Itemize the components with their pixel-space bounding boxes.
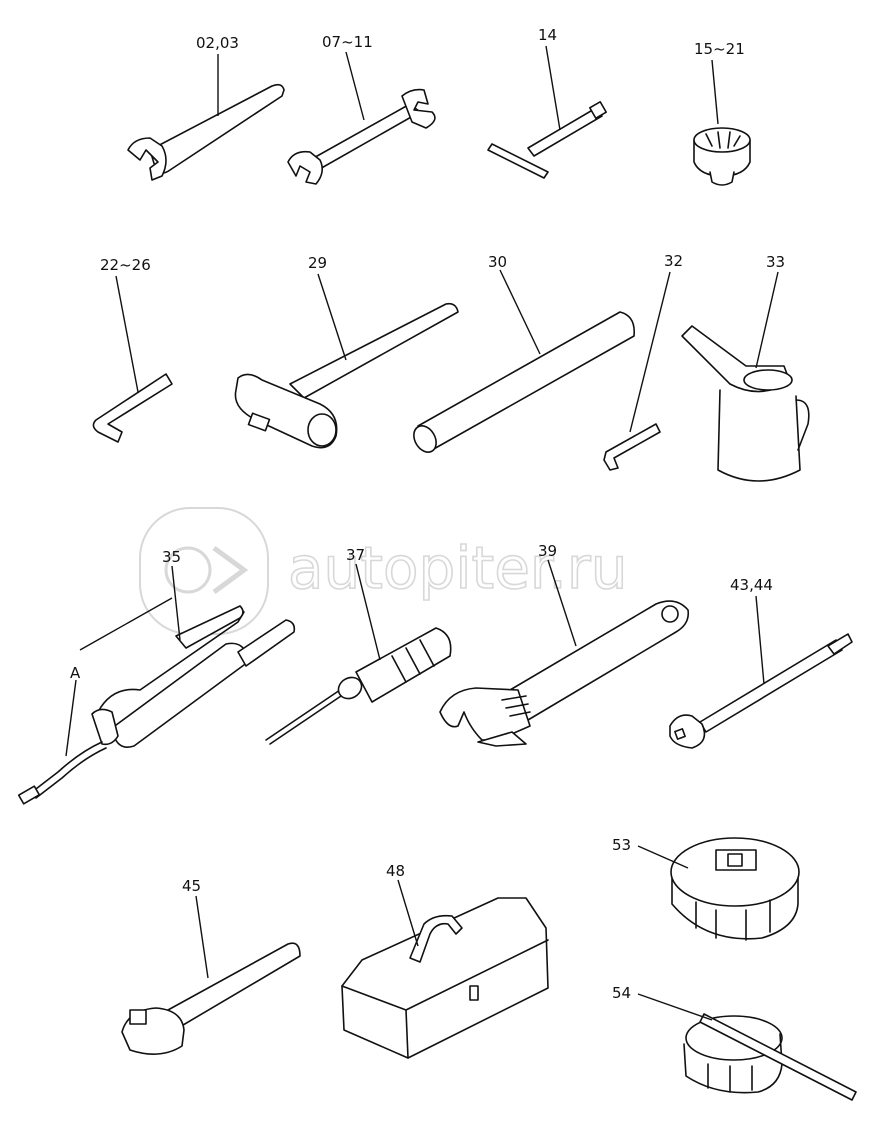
- callout-29: 29: [308, 254, 327, 272]
- callout-54: 54: [612, 984, 631, 1002]
- screwdriver-icon: [265, 627, 452, 745]
- ratchet-handle-icon: [121, 942, 301, 1055]
- callout-37: 37: [346, 546, 365, 564]
- callout-07-11: 07~11: [322, 33, 373, 51]
- socket-icon: [693, 127, 751, 186]
- pipe-icon: [413, 311, 636, 453]
- callout-A: A: [70, 664, 81, 682]
- watermark-text: autopiter.ru: [288, 534, 627, 602]
- l-wrench-icon: [603, 423, 661, 471]
- oil-filter-cap-wrench-icon: [670, 837, 800, 941]
- autopiter-logo-icon: [139, 507, 269, 635]
- hex-key-icon: [92, 373, 173, 443]
- filter-band-wrench-icon: [683, 1013, 857, 1101]
- callout-43-44: 43,44: [730, 576, 773, 594]
- extension-bar-icon: [669, 633, 853, 749]
- callout-33: 33: [766, 253, 785, 271]
- callout-22-26: 22~26: [100, 256, 151, 274]
- callout-45: 45: [182, 877, 201, 895]
- double-open-end-wrench-icon: [287, 88, 436, 185]
- callout-48: 48: [386, 862, 405, 880]
- callout-32: 32: [664, 252, 683, 270]
- callout-30: 30: [488, 253, 507, 271]
- callout-02-03: 02,03: [196, 34, 239, 52]
- callout-14: 14: [538, 26, 557, 44]
- watermark: autopiter.ru: [139, 507, 628, 635]
- callout-15-21: 15~21: [694, 40, 745, 58]
- adjustable-wrench-icon: [439, 600, 690, 747]
- tool-box-icon: [341, 897, 549, 1059]
- t-handle-socket-wrench-icon: [487, 101, 607, 179]
- callout-39: 39: [538, 542, 557, 560]
- callout-53: 53: [612, 836, 631, 854]
- oil-can-icon: [681, 325, 810, 482]
- hammer-icon: [234, 302, 459, 449]
- callout-35: 35: [162, 548, 181, 566]
- open-end-wrench-icon: [127, 83, 285, 181]
- grease-gun-icon: [17, 605, 296, 805]
